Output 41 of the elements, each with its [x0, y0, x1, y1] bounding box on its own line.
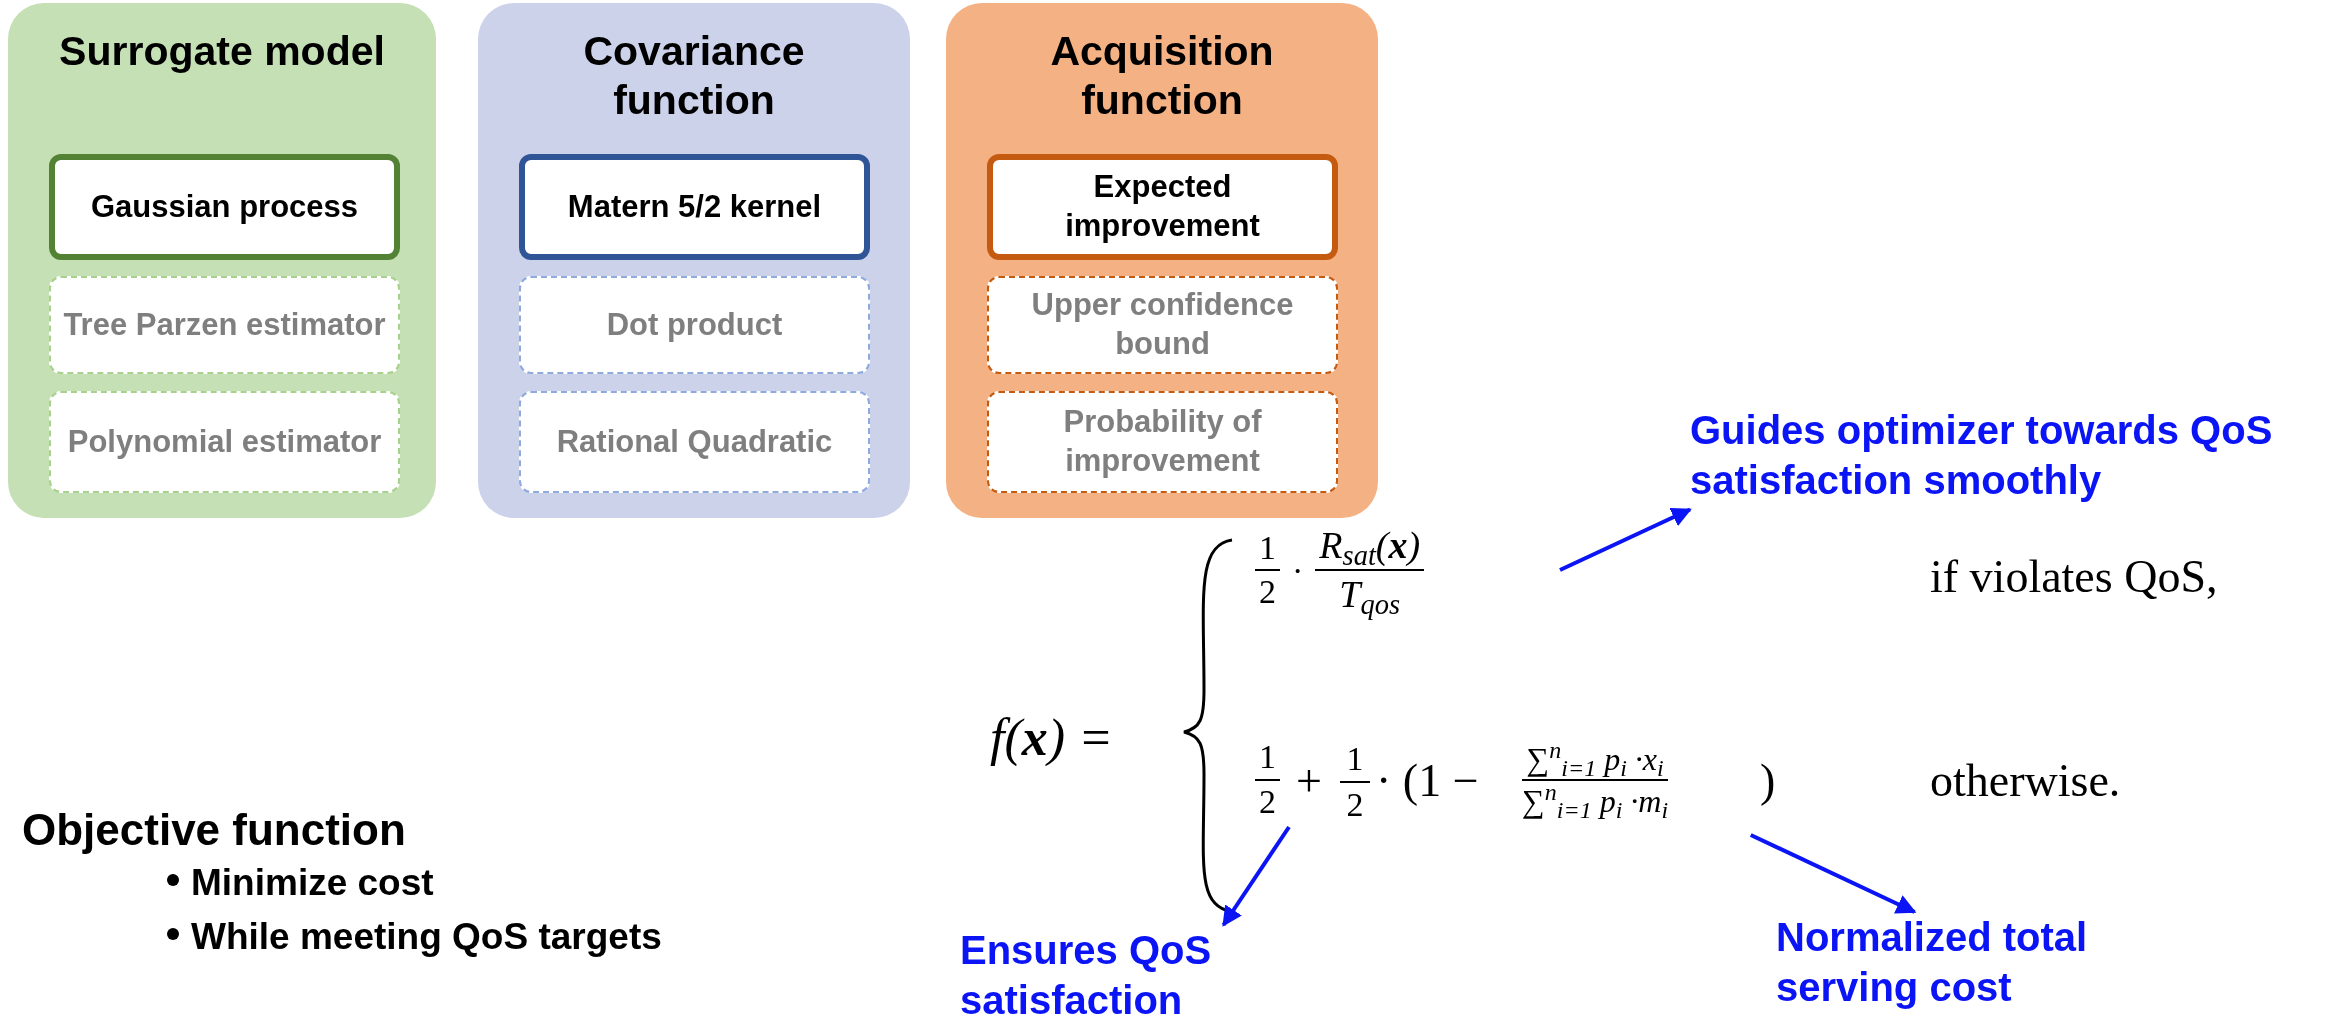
alternative-option-box: Upper confidence bound	[987, 276, 1338, 374]
alternative-option-box: Rational Quadratic	[519, 391, 870, 493]
formula-text: · (1 −	[1376, 755, 1479, 806]
fraction-term: ∑$^{n}$$_{i=1}$ p$_{i}$ ·x$_{i}$	[1522, 739, 1668, 781]
fraction-term: 1	[1255, 526, 1280, 571]
fraction-term: 2	[1258, 781, 1277, 822]
category-panel	[478, 3, 910, 518]
fraction-term: T$_{qos}$	[1338, 572, 1402, 619]
bullet-text: While meeting QoS targets	[191, 916, 662, 957]
annotation-text: Guides optimizer towards QoS satisfaction smoothly	[1690, 405, 2300, 515]
leader-arrow	[1221, 825, 1291, 927]
alternative-option-box: Dot product	[519, 276, 870, 374]
fraction-term: R$_{sat}$(x)	[1315, 521, 1425, 571]
annotation-text: Normalized total serving cost	[1776, 912, 2196, 1012]
alternative-option-box: Polynomial estimator	[49, 391, 400, 493]
alternative-option-box: Probability of improvement	[987, 391, 1338, 493]
leader-arrow	[1559, 507, 1692, 572]
fraction-term: 1	[1340, 738, 1370, 783]
selected-option-box: Gaussian process	[49, 154, 400, 260]
leader-arrow	[1749, 833, 1917, 914]
alternative-option-box: Tree Parzen estimator	[49, 276, 400, 374]
formula-text: if violates QoS,	[1930, 551, 2218, 602]
panel-title: Surrogate model	[58, 27, 386, 76]
fraction-term: ∑$^{n}$$_{i=1}$ p$_{i}$ ·m$_{i}$	[1521, 781, 1670, 821]
math-operator: ·	[1292, 550, 1304, 591]
selected-option-box: Expected improvement	[987, 154, 1338, 260]
formula-text: )	[1760, 755, 1776, 806]
formula-text: +	[1296, 755, 1322, 806]
fraction-term: 2	[1345, 785, 1365, 825]
bullet-text: Minimize cost	[191, 862, 434, 903]
annotation-text: Ensures QoS satisfaction	[960, 925, 1270, 1025]
panel-title: Covariance function	[582, 27, 806, 126]
section-heading: Objective function	[22, 805, 406, 854]
formula-text: otherwise.	[1930, 755, 2121, 806]
selected-option-box: Matern 5/2 kernel	[519, 154, 870, 260]
panel-title: Acquisition function	[1049, 27, 1275, 126]
fraction-term: 2	[1258, 572, 1277, 612]
category-panel	[8, 3, 436, 518]
formula-text: f(x) =	[990, 709, 1114, 766]
fraction-term: 1	[1255, 736, 1280, 781]
category-panel	[946, 3, 1378, 518]
